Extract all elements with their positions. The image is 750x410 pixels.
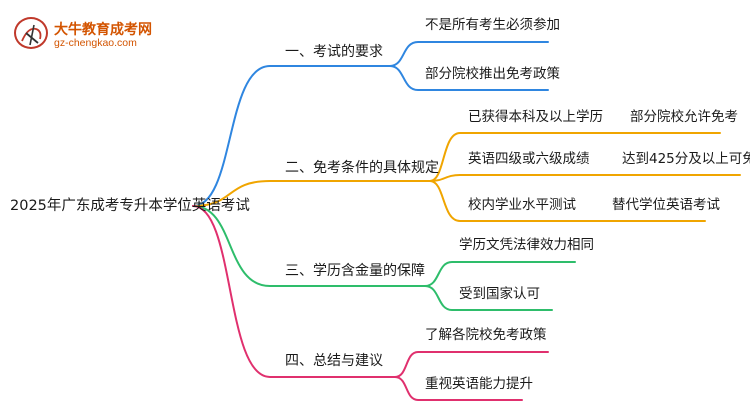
branch-1-leaf-2-connector	[389, 65, 549, 91]
branch-2-leaf-3: 校内学业水平测试	[468, 197, 576, 213]
root-topic: 2025年广东成考专升本学位英语考试	[10, 198, 250, 214]
branch-4-label: 四、总结与建议	[285, 353, 383, 369]
branch-2-label: 二、免考条件的具体规定	[285, 160, 439, 176]
branch-3-leaf-1-connector	[424, 261, 576, 287]
branch-3-leaf-1: 学历文凭法律效力相同	[459, 237, 594, 253]
branch-1-leaf-1-connector	[389, 41, 549, 67]
branch-3-leaf-2-connector	[424, 285, 553, 311]
branch-2-leaf-3-note: 替代学位英语考试	[612, 197, 720, 213]
branch-2-leaf-1-connector	[429, 132, 721, 182]
branch-1-leaf-1: 不是所有考生必须参加	[425, 17, 560, 33]
logo-url: gz-chengkao.com	[54, 37, 137, 49]
branch-3-label: 三、学历含金量的保障	[285, 263, 425, 279]
branch-2-leaf-2: 英语四级或六级成绩	[468, 151, 590, 167]
branch-2-connector	[192, 180, 431, 207]
branch-1-leaf-2: 部分院校推出免考政策	[425, 66, 560, 82]
branch-2-leaf-1: 已获得本科及以上学历	[468, 109, 603, 125]
branch-1-label: 一、考试的要求	[285, 44, 383, 60]
logo-mark-icon	[14, 17, 48, 49]
branch-2-leaf-3-connector	[429, 180, 706, 222]
branch-4-leaf-2: 重视英语能力提升	[425, 376, 533, 392]
branch-2-leaf-2-connector	[429, 174, 741, 182]
branch-2-leaf-2-note: 达到425分及以上可免考	[622, 151, 750, 167]
site-logo[interactable]: 大牛教育成考网 gz-chengkao.com	[14, 17, 174, 51]
logo-title: 大牛教育成考网	[54, 22, 152, 38]
branch-4-leaf-2-connector	[394, 376, 523, 401]
branch-2-leaf-1-note: 部分院校允许免考	[630, 109, 738, 125]
branch-4-leaf-1-connector	[394, 351, 549, 378]
branch-3-connector	[192, 205, 426, 287]
branch-4-leaf-1: 了解各院校免考政策	[425, 327, 547, 343]
branch-4-connector	[192, 205, 396, 378]
branch-3-leaf-2: 受到国家认可	[459, 286, 540, 302]
branch-1-connector	[192, 65, 391, 207]
